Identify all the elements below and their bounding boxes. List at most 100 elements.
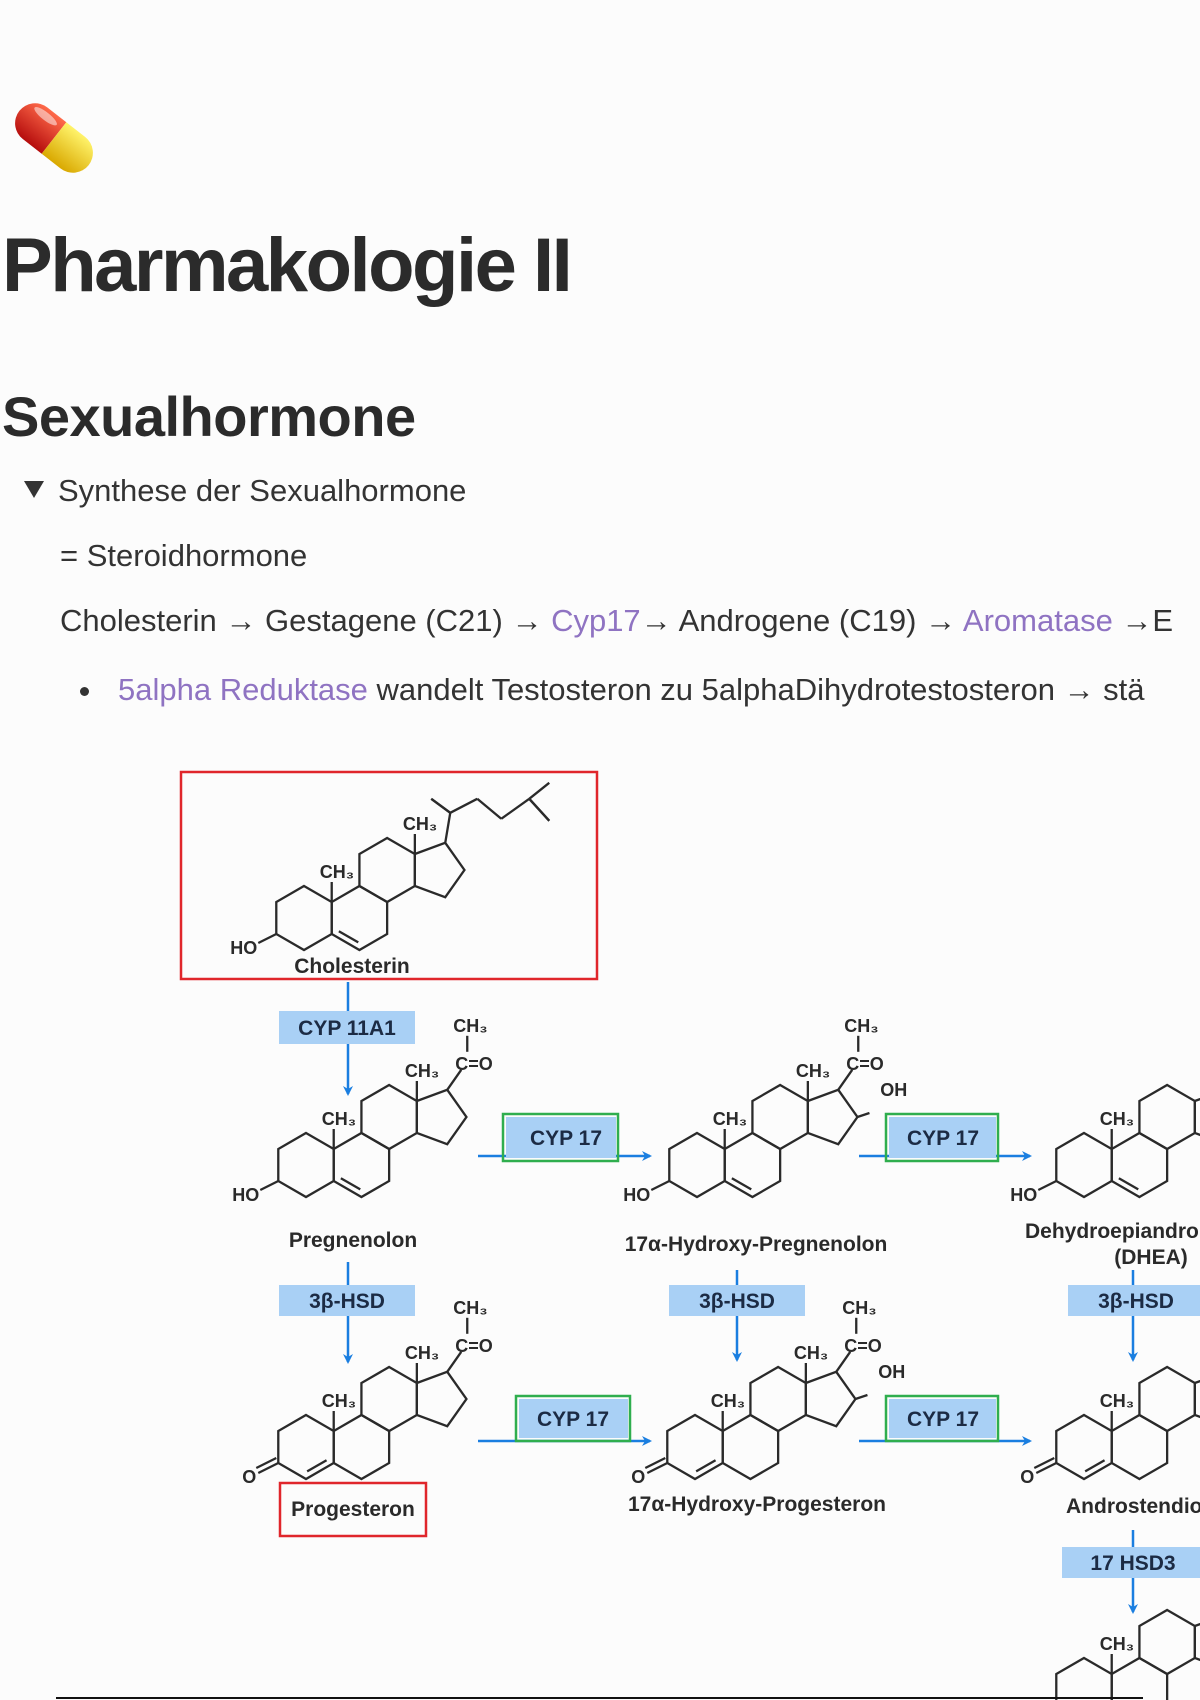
- enzyme-3b-hsd: 3β-HSD: [1068, 1285, 1200, 1316]
- carbonyl-label: C=O: [455, 1336, 493, 1356]
- enzyme-3b-hsd: 3β-HSD: [279, 1285, 415, 1316]
- methyl-label: CH₃: [844, 1016, 878, 1036]
- methyl-label: CH₃: [711, 1391, 745, 1411]
- bond: [444, 812, 452, 843]
- page-title: Pharmakologie II: [2, 223, 573, 308]
- compound-cholesterin: Cholesterin: [294, 955, 410, 978]
- bond: [446, 1069, 463, 1091]
- hydroxy-label: OH: [878, 1362, 905, 1382]
- enzyme-label: 3β-HSD: [699, 1290, 775, 1313]
- bond: [449, 797, 478, 814]
- methyl-label: CH₃: [713, 1109, 747, 1129]
- enzyme-label: 3β-HSD: [309, 1290, 385, 1313]
- carbonyl-label: C=O: [844, 1336, 882, 1356]
- enzyme-cyp17: CYP 17: [884, 1112, 1000, 1163]
- ring: [1055, 1131, 1113, 1199]
- bond: [731, 1177, 752, 1191]
- enzyme-label: CYP 11A1: [298, 1017, 396, 1040]
- ring: [330, 884, 389, 952]
- compound-17a-hydroxy-progesteron: 17α-Hydroxy-Progesteron: [628, 1493, 886, 1516]
- methyl-label: CH₃: [453, 1298, 487, 1318]
- bond: [644, 1456, 666, 1470]
- enzyme-cyp17: CYP 17: [514, 1394, 632, 1443]
- methyl-label: CH₃: [322, 1109, 356, 1129]
- link-cyp17[interactable]: Cyp17: [551, 603, 641, 638]
- bond: [646, 1461, 668, 1475]
- toggle-label: Synthese der Sexualhormone: [58, 473, 467, 508]
- toggle-triangle-icon[interactable]: [24, 481, 44, 499]
- bullet-item: 5alpha Reduktase wandelt Testosteron zu …: [118, 672, 1145, 708]
- compound-pregnenolon: Pregnenolon: [289, 1229, 417, 1252]
- ring: [1193, 1622, 1200, 1662]
- pill-icon: [4, 90, 104, 186]
- bond: [306, 1459, 328, 1473]
- methyl-label: CH₃: [1100, 1109, 1134, 1129]
- bullet-text: wandelt Testosteron zu 5alphaDihydrotest…: [367, 672, 1145, 707]
- progesteron-highlight-box: [278, 1481, 428, 1538]
- hydroxy-label: OH: [880, 1080, 907, 1100]
- methyl-label: CH₃: [1100, 1634, 1134, 1654]
- hydroxy-label: HO: [623, 1185, 650, 1205]
- link-aromatase[interactable]: Aromatase: [962, 603, 1113, 638]
- cholesterin-highlight-box: [179, 770, 599, 981]
- ring: [332, 1131, 391, 1199]
- ring: [723, 1131, 782, 1199]
- ring: [415, 1370, 468, 1428]
- bond: [855, 1393, 868, 1401]
- enzyme-label: CYP 17: [530, 1127, 602, 1150]
- bond: [338, 930, 359, 944]
- bond: [500, 797, 530, 820]
- bond: [476, 797, 502, 820]
- bond: [446, 1351, 463, 1373]
- ring: [1193, 1379, 1200, 1419]
- ring: [332, 1413, 391, 1481]
- link-5alpha-reduktase[interactable]: 5alpha Reduktase: [118, 672, 368, 707]
- ring: [1138, 1083, 1197, 1151]
- bond: [1037, 1179, 1057, 1192]
- enzyme-cyp17: CYP 17: [884, 1394, 1000, 1443]
- ring: [806, 1088, 859, 1146]
- bond: [430, 797, 451, 814]
- bond: [259, 1179, 279, 1192]
- compound-dhea-abbr: (DHEA): [1114, 1246, 1188, 1269]
- methyl-label: CH₃: [842, 1298, 876, 1318]
- hydroxy-label: HO: [230, 938, 257, 958]
- methyl-label: CH₃: [403, 814, 437, 834]
- bond: [835, 1351, 852, 1373]
- bond: [695, 1459, 717, 1473]
- enzyme-cyp11a1: CYP 11A1: [279, 1011, 415, 1044]
- bond: [1084, 1459, 1106, 1473]
- ring: [277, 1131, 335, 1199]
- ring: [1138, 1365, 1197, 1433]
- ring: [804, 1370, 857, 1428]
- ring: [1110, 1656, 1169, 1700]
- compound-androstendion: Androstendio: [1066, 1495, 1200, 1518]
- ring: [1055, 1656, 1113, 1700]
- enzyme-label: CYP 17: [907, 1408, 979, 1431]
- bond: [1035, 1461, 1057, 1475]
- bond: [1033, 1456, 1055, 1470]
- ring: [721, 1413, 780, 1481]
- bond: [257, 932, 277, 945]
- enzyme-label: CYP 17: [907, 1127, 979, 1150]
- ring: [277, 1413, 335, 1481]
- text-part: →E: [1112, 603, 1174, 638]
- methyl-label: CH₃: [405, 1343, 439, 1363]
- text-part: → Androgene (C19) →: [640, 603, 963, 638]
- oxo-label: O: [631, 1467, 645, 1487]
- oxo-label: O: [242, 1467, 256, 1487]
- compound-progesteron: Progesteron: [291, 1498, 415, 1521]
- text-part: Cholesterin → Gestagene (C21) →: [60, 603, 552, 638]
- ring: [413, 841, 466, 899]
- carbonyl-label: C=O: [846, 1054, 884, 1074]
- bond: [255, 1456, 277, 1470]
- enzyme-label: 17 HSD3: [1090, 1552, 1175, 1575]
- bond: [528, 798, 551, 822]
- enzyme-label: 3β-HSD: [1098, 1290, 1174, 1313]
- bond: [257, 1461, 279, 1475]
- toggle-block[interactable]: Synthese der Sexualhormone: [24, 473, 466, 509]
- bond: [650, 1179, 670, 1192]
- ring: [358, 836, 417, 904]
- bond: [837, 1069, 854, 1091]
